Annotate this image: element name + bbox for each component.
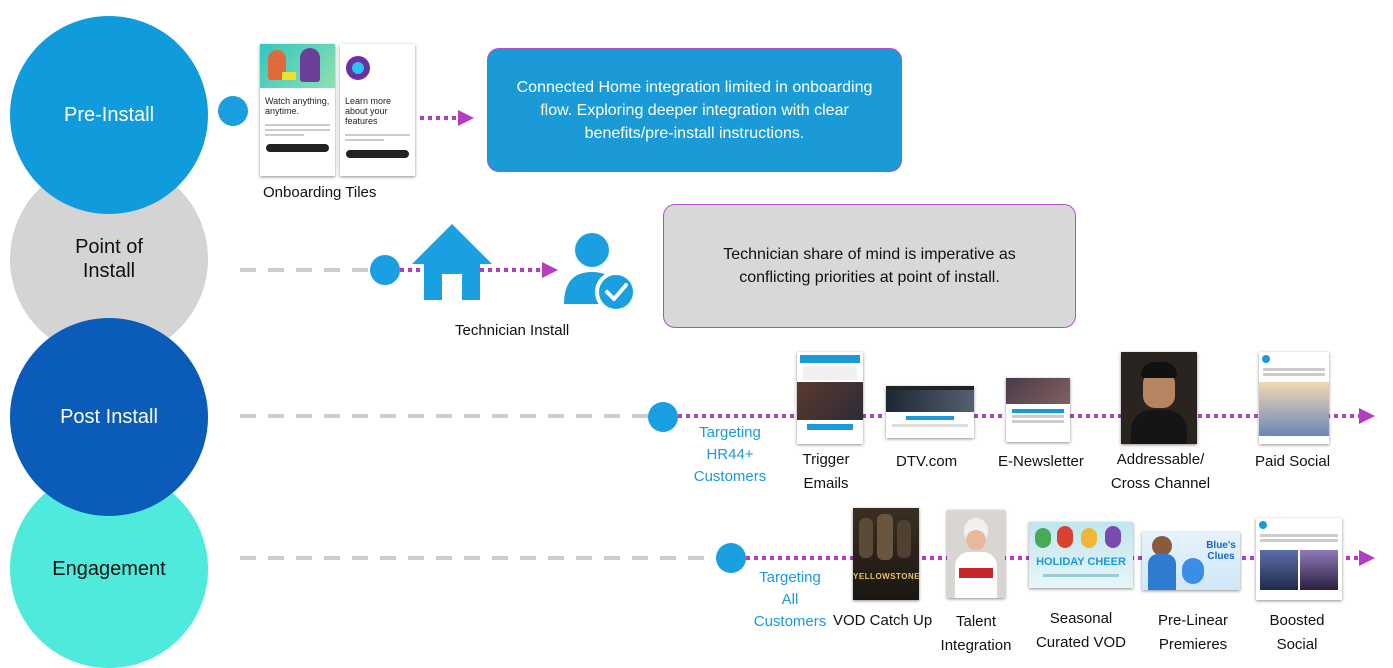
channel-addressable: Addressable/ Cross Channel: [1110, 451, 1211, 492]
channel-vod-catch-up: VOD Catch Up: [833, 612, 933, 629]
point-of-install-callout: Technician share of mind is imperative a…: [663, 204, 1076, 328]
onboarding-tile-2-title: Learn more about your features: [345, 96, 392, 126]
pre-install-callout-text: Connected Home integration limited in on…: [516, 78, 873, 142]
post-install-targeting: Targeting HR44+ Customers: [693, 424, 767, 485]
talent-integration-thumb: [947, 510, 1005, 598]
onboarding-tile-2-button: [346, 150, 409, 158]
vod-catch-up-thumb: YELLOWSTONE: [853, 508, 919, 600]
e-newsletter-thumb: [1006, 378, 1070, 442]
seasonal-vod-thumb: HOLIDAY CHEER: [1029, 522, 1133, 588]
dtv-com-thumb: [886, 386, 974, 438]
engagement-dot: [716, 543, 746, 573]
arrow-head-engagement: [1359, 550, 1375, 566]
home-icon: [412, 224, 492, 300]
arrow-head-post-install: [1359, 408, 1375, 424]
channel-paid-social: Paid Social: [1255, 453, 1331, 470]
channel-dtv-com: DTV.com: [896, 453, 958, 470]
channel-e-newsletter: E-Newsletter: [998, 453, 1084, 470]
yellowstone-title: YELLOWSTONE: [853, 572, 919, 581]
addressable-thumb: [1121, 352, 1197, 444]
channel-seasonal-curated-vod: Seasonal Curated VOD: [1035, 610, 1127, 651]
arrow-head-install: [542, 262, 558, 278]
engagement-targeting: Targeting All Customers: [753, 569, 827, 630]
arrow-head-pre-install: [458, 110, 474, 126]
onboarding-tile-2: Learn more about your features: [340, 44, 415, 176]
pre-install-dot: [218, 96, 248, 126]
boosted-social-thumb: [1256, 518, 1342, 600]
stage-post-install: Post Install: [10, 318, 208, 516]
technician-check-icon: [564, 233, 636, 312]
stage-engagement-label: Engagement: [52, 558, 166, 580]
holiday-cheer-title: HOLIDAY CHEER: [1036, 556, 1126, 568]
point-of-install-callout-text: Technician share of mind is imperative a…: [723, 246, 1016, 286]
channel-talent-integration: Talent Integration: [940, 613, 1012, 654]
onboarding-tile-1: Watch anything, anytime.: [260, 44, 335, 176]
post-install-dot: [648, 402, 678, 432]
stage-post-install-label: Post Install: [60, 406, 158, 428]
stage-pre-install: Pre-Install: [10, 16, 208, 214]
pre-install-callout: Connected Home integration limited in on…: [487, 48, 902, 172]
stage-pre-install-label: Pre-Install: [63, 104, 155, 126]
onboarding-tile-1-button: [266, 144, 329, 152]
paid-social-thumb: [1259, 352, 1329, 444]
onboarding-tiles-label: Onboarding Tiles: [263, 184, 377, 201]
install-dot: [370, 255, 400, 285]
trigger-email-thumb: [797, 352, 863, 444]
stage-point-of-install-label: Point of Install: [75, 236, 143, 282]
blues-clues-logo: Blue's Clues: [1206, 540, 1236, 562]
technician-install-label: Technician Install: [455, 322, 570, 339]
channel-boosted-social: Boosted Social: [1269, 612, 1325, 653]
pre-linear-premieres-thumb: Blue's Clues: [1142, 532, 1240, 590]
channel-pre-linear-premieres: Pre-Linear Premieres: [1157, 612, 1229, 653]
onboarding-tile-1-title: Watch anything, anytime.: [265, 96, 330, 116]
channel-trigger-emails: Trigger Emails: [802, 451, 850, 492]
